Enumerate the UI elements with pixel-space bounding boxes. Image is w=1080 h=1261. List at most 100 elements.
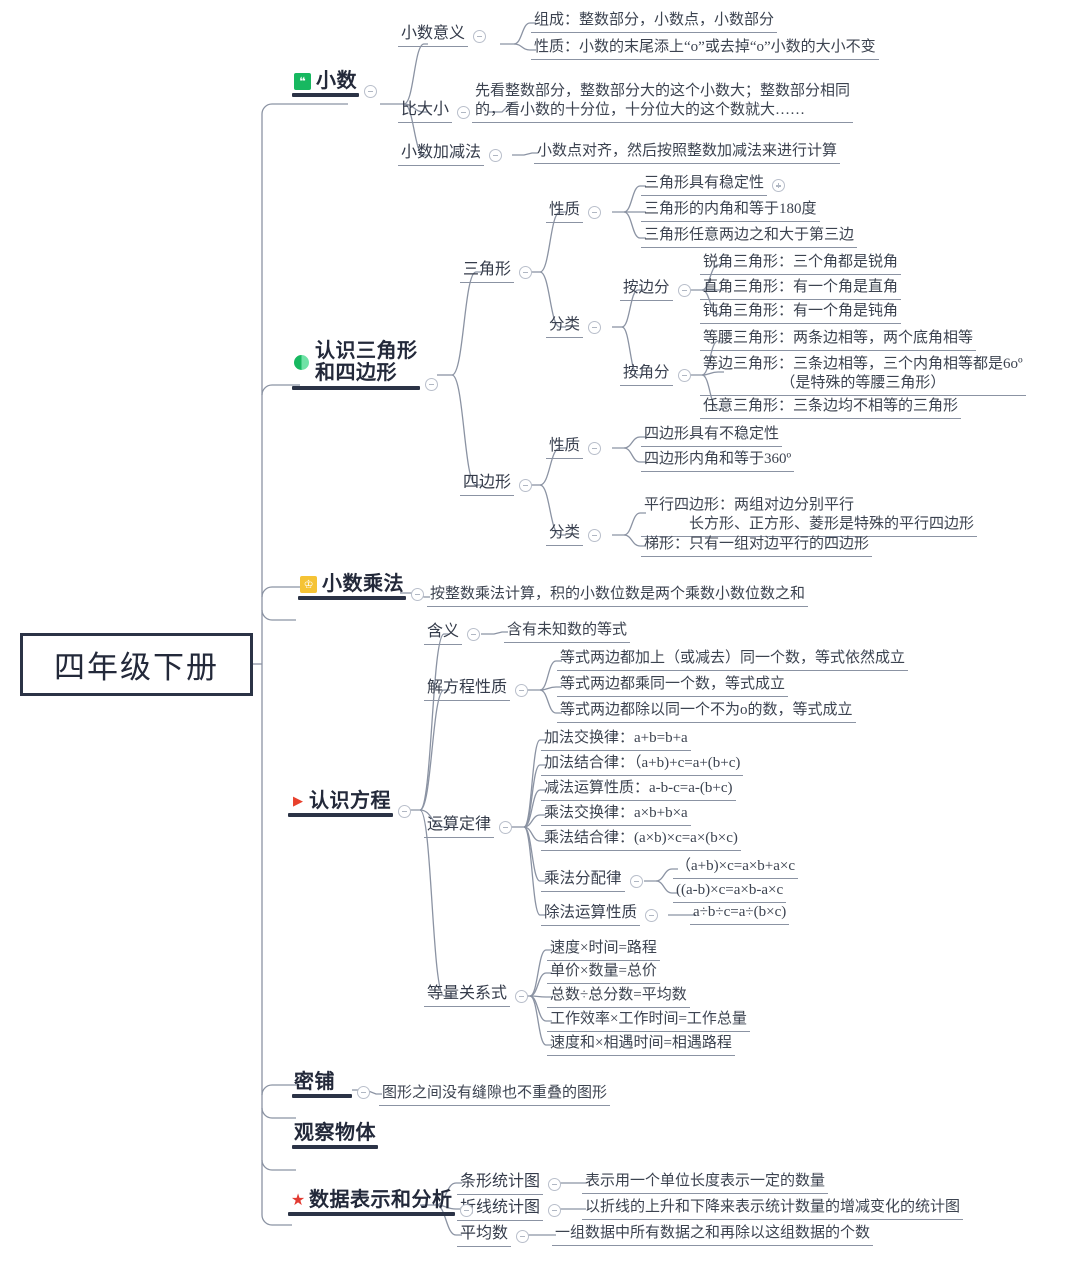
- node-danjia-shuliang-zongjia[interactable]: 单价×数量=总价: [547, 962, 660, 984]
- node-pingjunshu[interactable]: 平均数: [457, 1224, 534, 1248]
- node-chengfa-jiaohuanlv[interactable]: 乘法交换律：a×b+b×a: [541, 804, 691, 826]
- node-dengbian-sanjiaoxing[interactable]: 等边三角形：三条边相等，三个内角相等都是6oº （是特殊的等腰三角形）: [700, 355, 1026, 396]
- minus-circle-icon[interactable]: [519, 479, 533, 493]
- node-xiaoshu-jiajianfa-detail[interactable]: 小数点对齐，然后按照整数加减法来进行计算: [534, 142, 841, 164]
- node-ruijiao-sanjiaoxing[interactable]: 锐角三角形：三个角都是锐角: [700, 253, 902, 275]
- minus-circle-icon[interactable]: [499, 821, 513, 835]
- node-chufa-yunsuan-xingzhi[interactable]: 除法运算性质: [541, 903, 663, 926]
- node-tiaoxing-tongjitu[interactable]: 条形统计图: [457, 1172, 566, 1196]
- node-label: 乘法分配律: [541, 869, 625, 892]
- node-dengyao-sanjiaoxing[interactable]: 等腰三角形：两条边相等，两个底角相等: [700, 329, 977, 351]
- node-zongshu-pingjunshu[interactable]: 总数÷总分数=平均数: [547, 986, 690, 1008]
- node-pingxing-sibianxing[interactable]: 平行四边形：两组对边分别平行 长方形、正方形、菱形是特殊的平行四边形: [641, 496, 978, 537]
- minus-circle-icon[interactable]: [424, 377, 438, 391]
- node-sudu-shijian-lucheng[interactable]: 速度×时间=路程: [547, 939, 660, 961]
- node-sanjiaoxing-neijiaohe[interactable]: 三角形的内角和等于180度: [641, 200, 820, 222]
- minus-circle-icon[interactable]: [519, 266, 533, 280]
- branch-shuju[interactable]: ★ 数据表示和分析: [288, 1189, 478, 1218]
- minus-circle-icon[interactable]: [411, 588, 424, 602]
- node-renyi-sanjiaoxing[interactable]: 任意三角形：三条边均不相等的三角形: [700, 397, 962, 419]
- minus-circle-icon[interactable]: [677, 368, 691, 382]
- node-sanjiaoxing-wendingxing[interactable]: 三角形具有稳定性: [641, 174, 790, 196]
- minus-circle-icon[interactable]: [588, 441, 602, 455]
- minus-circle-icon[interactable]: [357, 1086, 370, 1100]
- node-sibianxing-xingzhi[interactable]: 性质: [546, 436, 606, 459]
- node-jiefangcheng-xingzhi[interactable]: 解方程性质: [424, 678, 533, 702]
- node-xiaoshu-yiyi-zucheng[interactable]: 组成：整数部分，小数点，小数部分: [531, 11, 778, 33]
- minus-circle-icon[interactable]: [467, 628, 481, 642]
- minus-circle-icon[interactable]: [548, 1178, 562, 1192]
- minus-circle-icon[interactable]: [588, 320, 602, 334]
- plus-circle-icon[interactable]: [772, 179, 786, 193]
- node-zhijiao-sanjiaoxing[interactable]: 直角三角形：有一个角是直角: [700, 278, 902, 300]
- node-fenpeilv-formula1[interactable]: （a+b)×c=a×b+a×c: [673, 857, 799, 879]
- node-dunjiao-sanjiaoxing[interactable]: 钝角三角形：有一个角是钝角: [700, 302, 902, 324]
- minus-circle-icon[interactable]: [677, 283, 691, 297]
- node-fangcheng-hanyi-detail[interactable]: 含有未知数的等式: [504, 621, 631, 643]
- minus-circle-icon[interactable]: [473, 30, 487, 44]
- node-gongzuo-zongliang[interactable]: 工作效率×工作时间=工作总量: [547, 1010, 750, 1032]
- branch-mipu[interactable]: 密铺: [292, 1071, 375, 1100]
- node-zhexian-tongjitu[interactable]: 折线统计图: [457, 1198, 566, 1222]
- node-jiafa-jiaohuanlv[interactable]: 加法交换律：a+b=b+a: [541, 729, 691, 751]
- branch-fangcheng[interactable]: ▶ 认识方程: [288, 790, 416, 819]
- minus-circle-icon[interactable]: [588, 205, 602, 219]
- node-sibianxing-buwending[interactable]: 四边形具有不稳定性: [641, 425, 783, 447]
- node-chengfa-jiehelv[interactable]: 乘法结合律：(a×b)×c=a×(b×c): [541, 829, 741, 851]
- node-fangcheng-hanyi[interactable]: 含义: [424, 622, 485, 646]
- node-anbianfen[interactable]: 按边分: [620, 278, 696, 301]
- node-jiefangcheng-rule3[interactable]: 等式两边都除以同一个不为o的数，等式成立: [557, 701, 856, 723]
- minus-circle-icon[interactable]: [457, 106, 471, 120]
- node-sanjiaoxing-liangbian[interactable]: 三角形任意两边之和大于第三边: [641, 226, 858, 248]
- node-chufa-formula[interactable]: a÷b÷c=a÷(b×c): [690, 903, 790, 925]
- node-tiaoxing-detail[interactable]: 表示用一个单位长度表示一定的数量: [582, 1172, 829, 1194]
- node-anjiaofen[interactable]: 按角分: [620, 363, 696, 386]
- minus-circle-icon[interactable]: [515, 684, 529, 698]
- node-zhexian-detail[interactable]: 以折线的上升和下降来表示统计数量的增减变化的统计图: [582, 1198, 964, 1220]
- minus-circle-icon[interactable]: [364, 85, 377, 99]
- branch-xiaoshu[interactable]: ❝ 小数: [292, 70, 382, 99]
- minus-circle-icon[interactable]: [489, 149, 503, 163]
- branch-guanchawuti[interactable]: 观察物体: [292, 1122, 378, 1150]
- minus-circle-icon[interactable]: [516, 1230, 530, 1244]
- minus-circle-icon[interactable]: [548, 1204, 562, 1218]
- node-xiaoshu-bidaxiao[interactable]: 比大小: [398, 100, 475, 124]
- node-jiafa-jiehelv[interactable]: 加法结合律：（a+b)+c=a+(b+c): [541, 754, 744, 776]
- node-dengliang-guanxishi[interactable]: 等量关系式: [424, 984, 533, 1008]
- node-jianfa-yunsuan-xingzhi[interactable]: 减法运算性质：a-b-c=a-(b+c): [541, 779, 736, 801]
- node-chengfa-fenpeilv[interactable]: 乘法分配律: [541, 869, 648, 892]
- node-xiaoshu-yiyi[interactable]: 小数意义: [398, 24, 491, 48]
- node-xiaoshu-jiajianfa[interactable]: 小数加减法: [398, 143, 507, 167]
- node-label: 任意三角形：三条边均不相等的三角形: [700, 397, 962, 419]
- node-sibianxing[interactable]: 四边形: [460, 473, 537, 497]
- node-mipu-detail[interactable]: 图形之间没有缝隙也不重叠的图形: [379, 1084, 611, 1106]
- node-xiaoshu-yiyi-xingzhi[interactable]: 性质：小数的末尾添上“o”或去掉“o”小数的大小不变: [531, 38, 879, 60]
- branch-sanjiaoxing[interactable]: 认识三角形 和四边形: [292, 340, 443, 391]
- minus-circle-icon[interactable]: [588, 528, 602, 542]
- minus-circle-icon[interactable]: [459, 1204, 473, 1218]
- node-xiaoshu-bidaxiao-detail[interactable]: 先看整数部分，整数部分大的这个小数大；整数部分相同 的，看小数的十分位，十分位大…: [472, 82, 854, 123]
- minus-circle-icon[interactable]: [398, 805, 411, 819]
- node-xiangyu-lucheng[interactable]: 速度和×相遇时间=相遇路程: [547, 1034, 735, 1056]
- node-sibianxing-fenlei[interactable]: 分类: [546, 523, 606, 546]
- node-sibianxing-neijiaohe[interactable]: 四边形内角和等于360º: [641, 450, 795, 472]
- node-sanjiaoxing-fenlei[interactable]: 分类: [546, 315, 606, 338]
- root-node[interactable]: 四年级下册: [20, 633, 253, 696]
- node-yunsuan-dinglu[interactable]: 运算定律: [424, 815, 517, 839]
- node-tixing[interactable]: 梯形：只有一组对边平行的四边形: [641, 535, 873, 557]
- node-label: 乘法交换律：a×b+b×a: [541, 804, 691, 826]
- node-jiefangcheng-rule1[interactable]: 等式两边都加上（或减去）同一个数，等式依然成立: [557, 649, 909, 671]
- branch-xiaoshuchengfa[interactable]: ♔ 小数乘法: [298, 573, 429, 602]
- node-sanjiaoxing[interactable]: 三角形: [460, 260, 537, 284]
- minus-circle-icon[interactable]: [645, 908, 659, 922]
- minus-circle-icon[interactable]: [515, 990, 529, 1004]
- node-xiaoshuchengfa-detail[interactable]: 按整数乘法计算，积的小数位数是两个乘数小数位数之和: [427, 585, 809, 607]
- node-fenpeilv-formula2[interactable]: ((a-b)×c=a×b-a×c: [673, 881, 787, 903]
- node-label: 四边形具有不稳定性: [641, 425, 783, 447]
- node-jiefangcheng-rule2[interactable]: 等式两边都乘同一个数，等式成立: [557, 675, 789, 697]
- node-sanjiaoxing-xingzhi[interactable]: 性质: [546, 200, 606, 223]
- node-pingjunshu-detail[interactable]: 一组数据中所有数据之和再除以这组数据的个数: [552, 1224, 874, 1246]
- node-label: 等式两边都除以同一个不为o的数，等式成立: [557, 701, 856, 723]
- minus-circle-icon[interactable]: [629, 874, 643, 888]
